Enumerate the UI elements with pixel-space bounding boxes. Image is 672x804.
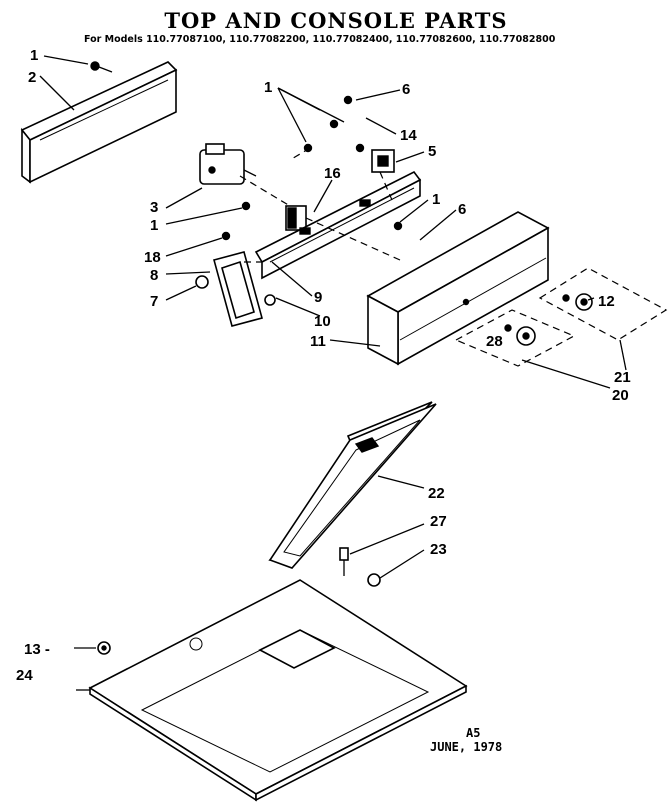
callout-6-b: 6	[458, 201, 466, 218]
part-1-screw-topleft	[90, 61, 113, 73]
part-11-console	[366, 211, 550, 366]
group-20-outline	[454, 309, 576, 367]
callout-8: 8	[150, 267, 158, 284]
part-9-bracket	[254, 170, 422, 280]
part-22-lid	[268, 401, 437, 569]
callout-27: 27	[430, 513, 447, 530]
callout-18: 18	[144, 249, 161, 266]
page-title: TOP AND CONSOLE PARTS	[164, 8, 508, 33]
callout-6-a: 6	[402, 81, 410, 98]
part-16-switch	[285, 205, 307, 231]
callout-1-a: 1	[30, 47, 38, 64]
callout-1-c: 1	[150, 217, 158, 234]
callout-13: 13 -	[24, 641, 50, 658]
part-7-knob-small	[195, 275, 209, 289]
part-12-knob	[562, 293, 593, 311]
part-8-frame	[213, 251, 263, 327]
callout-14: 14	[400, 127, 417, 144]
part-13-screw	[97, 641, 111, 655]
callout-7: 7	[150, 293, 158, 310]
drawing-date: JUNE, 1978	[430, 740, 503, 754]
callout-3: 3	[150, 199, 158, 216]
callout-28: 28	[486, 333, 503, 350]
group-21-outline	[538, 267, 668, 341]
callout-24: 24	[16, 667, 33, 684]
callout-1-b: 1	[264, 79, 272, 96]
part-2-rear-panel	[20, 61, 178, 184]
model-list: For Models 110.77087100, 110.77082200, 1…	[84, 34, 556, 45]
part-3-timer	[199, 143, 257, 185]
part-24-top	[88, 579, 468, 802]
callout-20: 20	[612, 387, 629, 404]
callout-10: 10	[314, 313, 331, 330]
callout-9: 9	[314, 289, 322, 306]
callout-1-d: 1	[432, 191, 440, 208]
part-27-pin	[339, 547, 349, 576]
assembly-lines	[239, 147, 401, 263]
callout-23: 23	[430, 541, 447, 558]
leader-lines	[39, 55, 627, 691]
callout-2: 2	[28, 69, 36, 86]
part-23-bumper	[367, 573, 381, 587]
part-28-knob	[504, 324, 536, 346]
callout-22: 22	[428, 485, 445, 502]
part-1-screws	[221, 95, 403, 241]
callout-21: 21	[614, 369, 631, 386]
part-5-switch	[371, 149, 395, 173]
callout-5: 5	[428, 143, 436, 160]
callout-11: 11	[310, 333, 326, 350]
callout-12: 12	[598, 293, 615, 310]
part-10-knob	[264, 294, 276, 306]
drawing-code: A5	[466, 726, 481, 740]
callout-16: 16	[324, 165, 341, 182]
